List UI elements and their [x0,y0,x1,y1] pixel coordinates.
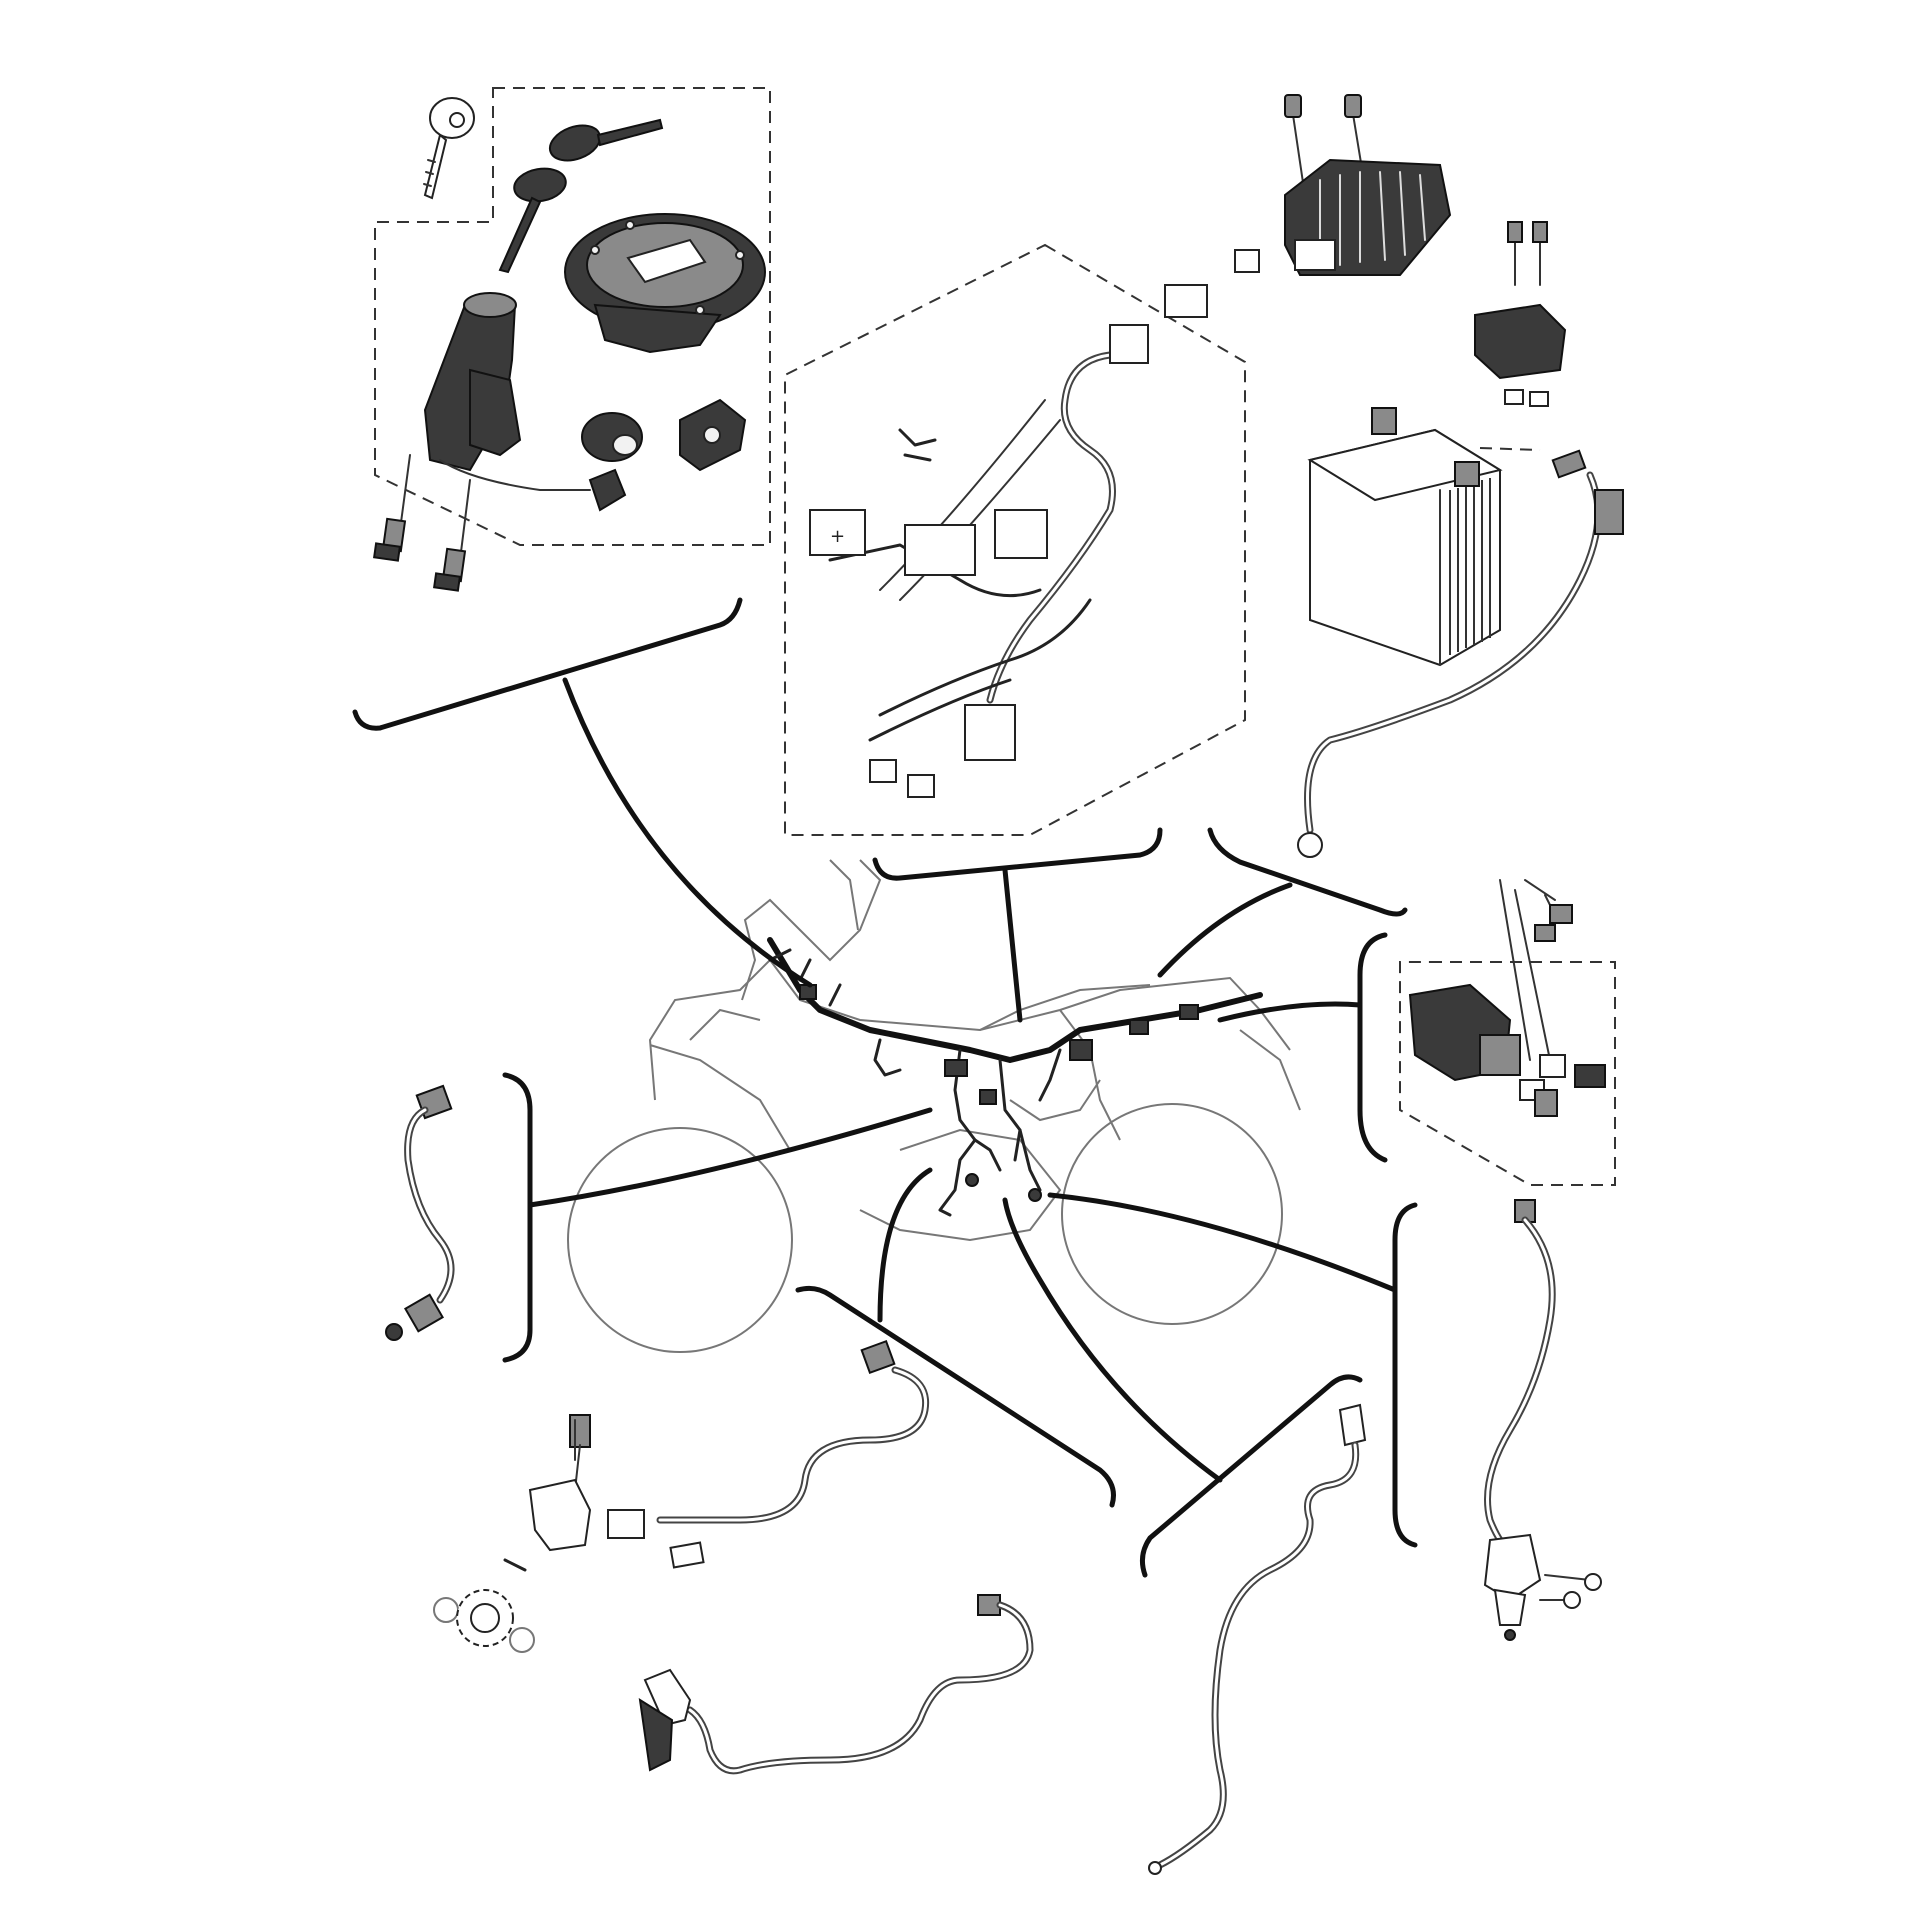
bracket-sidestand [1392,1202,1418,1548]
speed-sensor-group [433,1339,930,1653]
ignition-set-group [373,87,771,592]
battery-group [1297,407,1624,858]
motorcycle-outline [567,859,1301,1353]
seat-lock-icon [581,412,643,462]
fuel-cap-icon [564,213,766,354]
callout-leaders [352,597,1418,1578]
front-wheel [567,1127,793,1353]
bracket-battery [1207,827,1408,917]
bracket-neutral [502,1072,533,1363]
leader-ignition [562,677,813,988]
relay-unit-group [1399,879,1616,1186]
starter-relay-group [1474,221,1567,407]
main-wire-harness [767,937,1263,1217]
svg-text:+: + [830,526,845,547]
helmet-lock-icon [679,398,747,472]
leader-sidestand [1047,1192,1398,1293]
screw-icon [433,479,471,592]
bracket-relay [1357,932,1388,1163]
main-switch-icon [423,292,591,491]
bracket-speed [795,1285,1116,1508]
screw-icon [373,454,411,562]
oil-level-switch-group [638,1594,1034,1775]
switch-connector-icon [588,468,627,512]
leader-relay [1217,1001,1363,1023]
leader-harness [1002,867,1023,1023]
bracket-oil [1139,1374,1363,1578]
key-icon [423,97,475,200]
sidestand-switch-group [1483,1199,1602,1641]
bracket-harness [872,827,1163,881]
relay-icon [964,704,1016,761]
rear-wheel [1061,1103,1283,1325]
bracket-ignition [352,597,743,731]
leader-neutral [527,1107,933,1208]
ignition-dashed-box [374,87,771,546]
harness-detail-group: + [784,243,1260,836]
leader-battery [1157,882,1293,978]
leader-speed [877,1167,933,1323]
key-pair-icon [498,118,664,274]
neutral-switch-group [385,1084,455,1341]
harness-dashed-box [784,243,1246,836]
ground-lead-group [1148,1403,1367,1875]
fuse-box-icon [904,524,976,576]
rectifier-regulator-group [1284,94,1452,276]
leader-oil [1002,1197,1223,1483]
fuse-cover-icon [809,509,866,556]
